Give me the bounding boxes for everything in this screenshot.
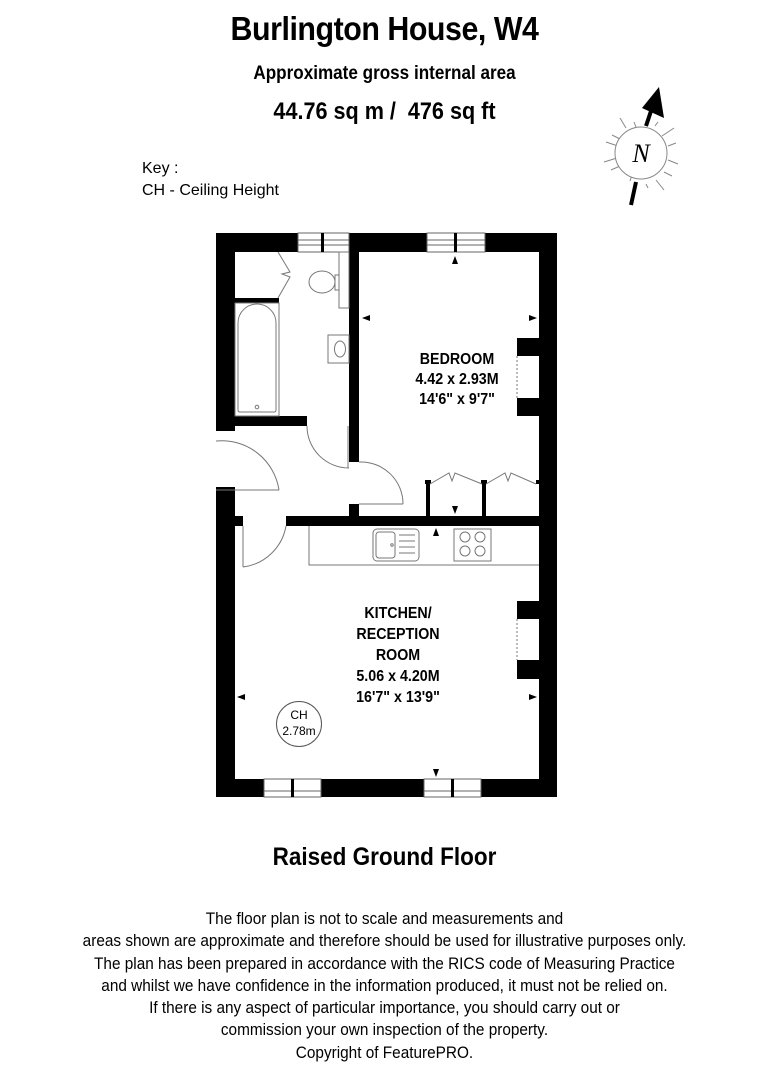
ceiling-height-badge: CH 2.78m [276, 701, 322, 747]
room-label-bedroom: BEDROOM 4.42 x 2.93M 14'6" x 9'7" [397, 350, 517, 410]
disclaimer-line: commission your own inspection of the pr… [220, 1021, 549, 1040]
room-metric: 5.06 x 4.20M [356, 668, 440, 685]
floor-plan [215, 232, 557, 798]
property-title: Burlington House, W4 [230, 10, 539, 47]
room-name: BEDROOM [419, 351, 495, 368]
north-arrow-icon: N [603, 87, 679, 206]
fixtures [215, 251, 539, 660]
ceiling-height-label: CH [290, 708, 308, 722]
key-item-ceiling-height: CH - Ceiling Height [142, 182, 279, 199]
disclaimer: The floor plan is not to scale and measu… [27, 908, 742, 1064]
disclaimer-line: areas shown are approximate and therefor… [82, 932, 687, 951]
copyright: Copyright of FeaturePRO. [295, 1043, 474, 1062]
area-subtitle: Approximate gross internal area [253, 63, 516, 84]
room-metric: 4.42 x 2.93M [415, 371, 499, 388]
room-imperial: 16'7" x 13'9" [356, 689, 440, 706]
key-legend: Key : CH - Ceiling Height [142, 158, 279, 202]
room-label-kitchen-reception: KITCHEN/ RECEPTION ROOM 5.06 x 4.20M 16'… [334, 603, 463, 708]
gross-area: 44.76 sq m / 476 sq ft [273, 98, 496, 125]
room-imperial: 14'6" x 9'7" [419, 391, 495, 408]
room-name-line-1: KITCHEN/ [364, 605, 432, 622]
disclaimer-line: If there is any aspect of particular imp… [149, 999, 620, 1018]
room-name-line-3: ROOM [375, 647, 421, 664]
disclaimer-line: and whilst we have confidence in the inf… [101, 976, 668, 995]
ceiling-height-value: 2.78m [282, 724, 316, 738]
room-name-line-2: RECEPTION [356, 626, 440, 643]
floor-name: Raised Ground Floor [272, 843, 497, 871]
disclaimer-line: The floor plan is not to scale and measu… [205, 910, 564, 928]
compass-north-label: N [631, 139, 651, 168]
key-heading: Key : [142, 160, 179, 177]
disclaimer-line: The plan has been prepared in accordance… [94, 954, 675, 973]
measurement-markers [237, 256, 537, 777]
walls [216, 233, 557, 797]
